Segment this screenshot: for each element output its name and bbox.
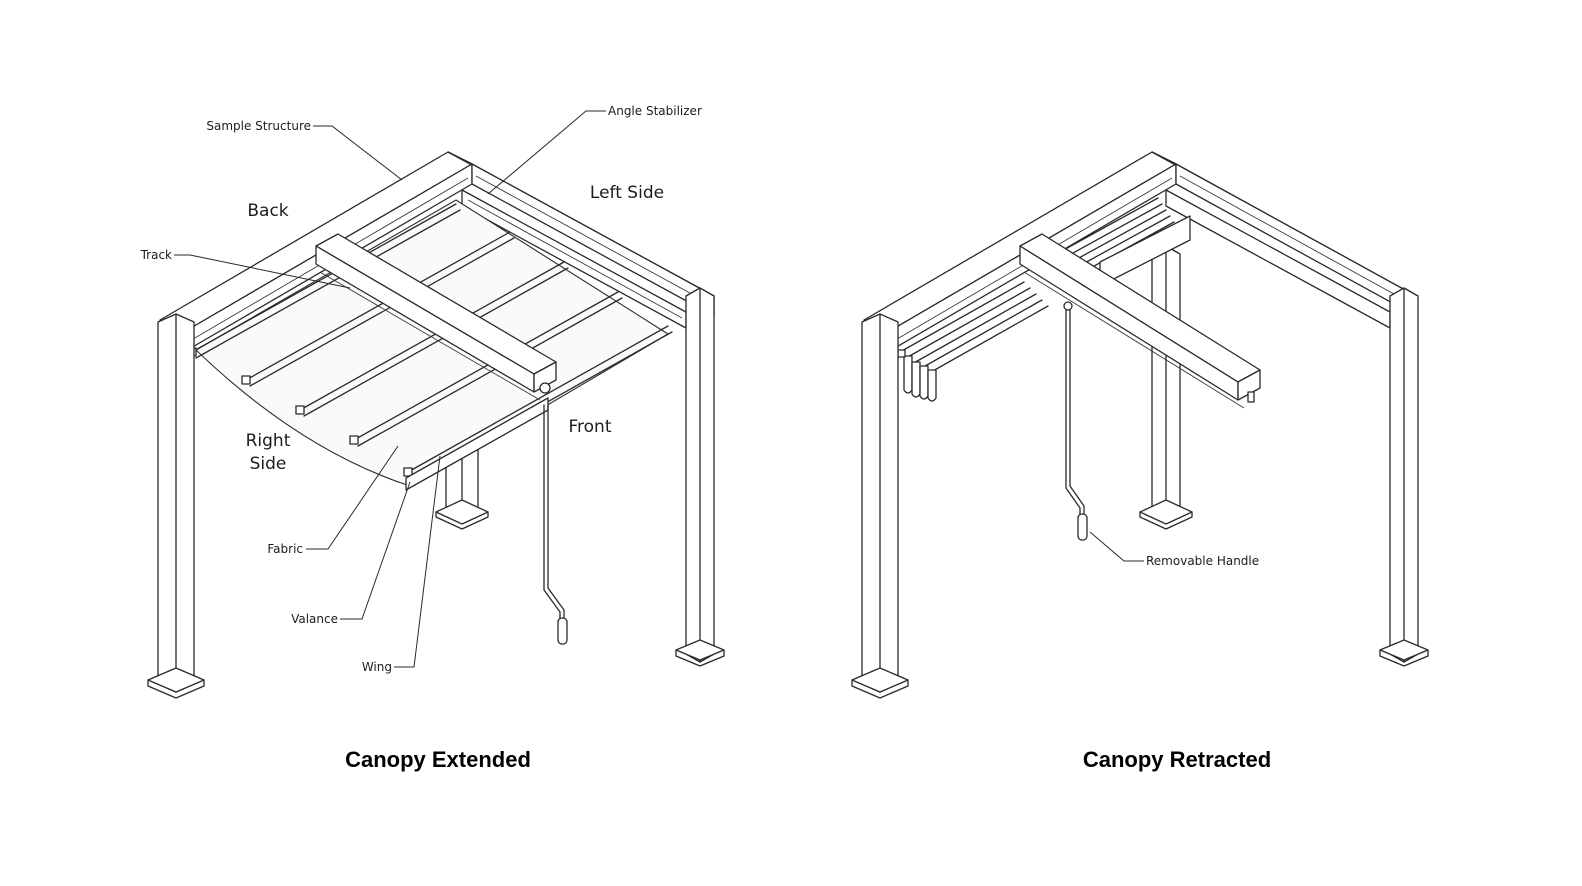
crank-handle-retracted [1063, 301, 1088, 541]
label-valance: Valance [291, 612, 338, 626]
angle-stabilizer-retracted [1165, 189, 1391, 329]
title-canopy-extended: Canopy Extended [345, 747, 531, 772]
label-right-side-line2: Side [250, 454, 287, 474]
label-left-side: Left Side [590, 183, 664, 203]
canopy-extended-drawing: Sample Structure Angle Stabilizer Back L… [140, 104, 725, 772]
front-beam [315, 233, 557, 401]
left-side-beam-retracted [1151, 151, 1417, 317]
label-fabric: Fabric [267, 542, 303, 556]
label-removable-handle: Removable Handle [1146, 554, 1259, 568]
label-sample-structure: Sample Structure [206, 119, 311, 133]
front-left-post-retracted [851, 313, 909, 699]
label-right-side-line1: Right [246, 431, 291, 451]
front-right-post-retracted [1379, 287, 1429, 667]
crank-handle [543, 404, 568, 645]
extended-leader-lines [174, 110, 606, 668]
front-beam-retracted [1019, 233, 1261, 409]
retracted-leader-line [1089, 531, 1144, 562]
stacked-wings-back [1059, 197, 1191, 287]
label-angle-stabilizer: Angle Stabilizer [608, 104, 702, 118]
fabric-wings [187, 203, 673, 479]
stacked-wings-front [897, 281, 1049, 402]
label-back: Back [247, 201, 288, 221]
canopy-retracted-drawing: Removable Handle Canopy Retracted [851, 151, 1429, 772]
label-wing: Wing [362, 660, 392, 674]
label-front: Front [569, 417, 612, 437]
label-track: Track [140, 248, 172, 262]
title-canopy-retracted: Canopy Retracted [1083, 747, 1271, 772]
rear-post-retracted [1139, 245, 1193, 530]
front-right-post [675, 287, 725, 667]
front-left-post [147, 313, 205, 699]
